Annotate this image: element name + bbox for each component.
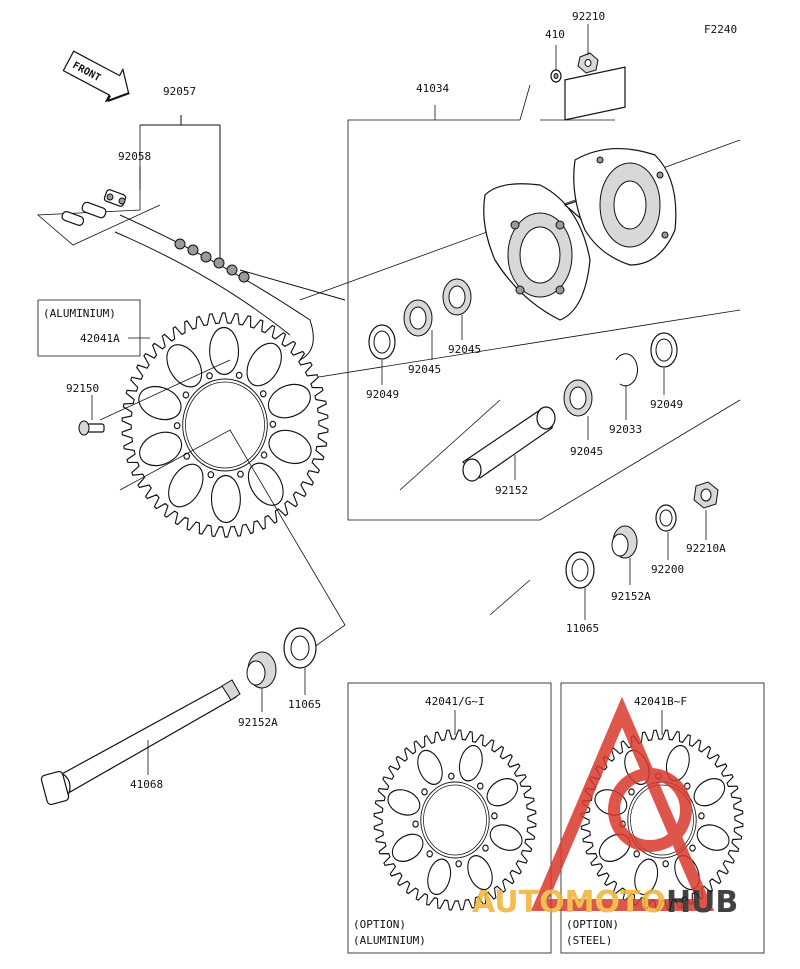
label-92045-c: 92045 xyxy=(570,445,603,458)
bearing-92045-c xyxy=(563,379,593,417)
washer-410 xyxy=(550,69,562,83)
option-steel-part: 42041B~F xyxy=(634,695,687,708)
watermark-part1: AUTOMOTO xyxy=(472,885,666,920)
seal-92049-right xyxy=(650,332,678,368)
collar-92152a-left xyxy=(246,651,277,689)
label-92152a-left: 92152A xyxy=(238,716,278,729)
option-steel-line2: (STEEL) xyxy=(566,934,612,947)
bolt-92150 xyxy=(78,420,105,436)
drive-chain xyxy=(36,115,346,361)
option-sprocket-aluminium xyxy=(373,729,537,911)
label-92058: 92058 xyxy=(118,150,151,163)
nut-92210a xyxy=(693,481,719,509)
diagram-code: F2240 xyxy=(704,23,737,36)
spacer-92152 xyxy=(462,406,556,482)
option-aluminium-line2: (ALUMINIUM) xyxy=(353,934,426,947)
label-92152a-right: 92152A xyxy=(611,590,651,603)
collar-92152a-right xyxy=(611,525,638,559)
label-41034: 41034 xyxy=(416,82,449,95)
front-arrow-icon: FRONT xyxy=(62,50,131,103)
aluminium-tag: (ALUMINIUM) xyxy=(43,307,116,320)
label-92152: 92152 xyxy=(495,484,528,497)
label-92049-right: 92049 xyxy=(650,398,683,411)
bearing-92045-a xyxy=(403,299,433,337)
nut-92210 xyxy=(577,52,599,74)
seal-92049-left xyxy=(368,324,396,360)
option-box-aluminium: 42041/G~I (OPTION) (ALUMINIUM) xyxy=(347,682,552,954)
chain-links xyxy=(174,238,250,283)
label-92210a: 92210A xyxy=(686,542,726,555)
label-92045-b: 92045 xyxy=(448,343,481,356)
option-steel-line1: (OPTION) xyxy=(566,918,619,931)
label-92150: 92150 xyxy=(66,382,99,395)
label-410: 410 xyxy=(545,28,565,41)
seal-11065-left xyxy=(283,627,317,669)
watermark-part2: HUB xyxy=(666,885,738,920)
bearing-92045-b xyxy=(442,278,472,316)
label-92200: 92200 xyxy=(651,563,684,576)
label-41068: 41068 xyxy=(130,778,163,791)
option-aluminium-part: 42041/G~I xyxy=(425,695,485,708)
label-11065-left: 11065 xyxy=(288,698,321,711)
circlip-92033 xyxy=(615,353,638,387)
label-92057: 92057 xyxy=(163,85,196,98)
label-42041a: 42041A xyxy=(80,332,120,345)
watermark: AUTOMOTOHUB xyxy=(472,696,738,920)
label-92210: 92210 xyxy=(572,10,605,23)
label-92045-a: 92045 xyxy=(408,363,441,376)
master-link xyxy=(61,189,127,226)
rear-sprocket-42041a xyxy=(121,312,329,538)
watermark-logo-icon xyxy=(530,696,715,911)
washer-92200 xyxy=(655,504,677,532)
label-92049-left: 92049 xyxy=(366,388,399,401)
label-11065-right: 11065 xyxy=(566,622,599,635)
axle-41068 xyxy=(40,679,241,806)
label-92033: 92033 xyxy=(609,423,642,436)
seal-11065-right xyxy=(565,551,595,589)
svg-text:AUTOMOTOHUB: AUTOMOTOHUB xyxy=(472,885,738,920)
rear-hub xyxy=(483,66,677,321)
option-aluminium-line1: (OPTION) xyxy=(353,918,406,931)
